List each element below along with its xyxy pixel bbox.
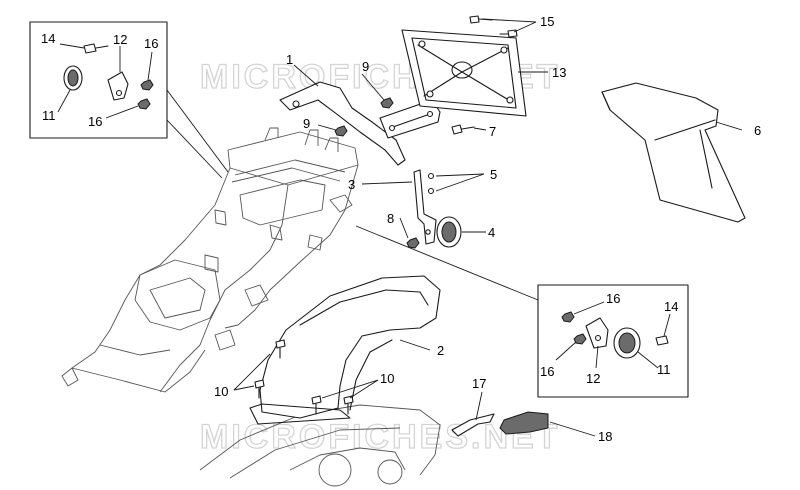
inset-right-pointer xyxy=(355,225,539,301)
nut-16-right-lower xyxy=(573,333,587,345)
reflector-4 xyxy=(436,216,462,248)
screws-15 xyxy=(469,15,518,38)
callout-14-inset-right: 14 xyxy=(664,299,678,314)
license-plate-holder-13 xyxy=(401,29,527,117)
callout-numbers: 1 2 3 4 5 6 7 8 9 9 10 10 11 11 12 12 13… xyxy=(41,14,761,444)
callout-16-inset-left-upper: 16 xyxy=(144,36,158,51)
detail-inset-left xyxy=(29,21,168,139)
screws-10 xyxy=(254,339,354,415)
callout-13: 13 xyxy=(552,65,566,80)
callout-10-right: 10 xyxy=(380,371,394,386)
rubber-pad-18 xyxy=(499,411,549,435)
callout-12-inset-left: 12 xyxy=(113,32,127,47)
detail-inset-right xyxy=(537,284,689,398)
callout-10-left: 10 xyxy=(214,384,228,399)
callout-6: 6 xyxy=(754,123,761,138)
rear-fender-2 xyxy=(249,275,441,425)
screw-14-right xyxy=(655,335,669,346)
rear-flap-6 xyxy=(601,82,746,223)
inset-left-pointer-bottom xyxy=(166,119,223,179)
callout-15: 15 xyxy=(540,14,554,29)
reflector-bracket-12-left xyxy=(107,71,129,101)
leader-lines xyxy=(57,18,743,437)
nut-9-lower xyxy=(334,125,348,137)
nut-16-right-upper xyxy=(561,311,575,323)
callout-2: 2 xyxy=(437,343,444,358)
callout-12-inset-right: 12 xyxy=(586,371,600,386)
callout-1: 1 xyxy=(286,52,293,67)
callout-8: 8 xyxy=(387,211,394,226)
nut-9-upper xyxy=(380,97,394,109)
callout-9-upper: 9 xyxy=(362,59,369,74)
callout-17: 17 xyxy=(472,376,486,391)
callout-16-inset-right-upper: 16 xyxy=(606,291,620,306)
nut-16-left-lower xyxy=(137,98,151,110)
callout-3: 3 xyxy=(348,177,355,192)
callout-18: 18 xyxy=(598,429,612,444)
callout-4: 4 xyxy=(488,225,495,240)
tail-fairing-outline xyxy=(199,404,441,487)
nut-8 xyxy=(406,237,420,249)
reflector-bracket-12-right xyxy=(585,317,609,349)
clip-17 xyxy=(451,413,495,437)
callout-14-inset-left: 14 xyxy=(41,31,55,46)
callout-5: 5 xyxy=(490,167,497,182)
screw-7 xyxy=(451,124,475,135)
nut-16-left-upper xyxy=(140,79,154,91)
callout-11-inset-left: 11 xyxy=(42,108,56,123)
callout-9-lower: 9 xyxy=(303,116,310,131)
plate-bracket-1 xyxy=(279,81,441,166)
screw-14-left xyxy=(83,43,97,54)
inset-right-parts xyxy=(561,311,669,359)
screws-5 xyxy=(427,172,435,195)
inset-left-parts xyxy=(63,43,154,110)
callout-11-inset-right: 11 xyxy=(657,362,671,377)
reflector-bracket-3 xyxy=(413,169,437,245)
callout-16-inset-left-lower: 16 xyxy=(88,114,102,129)
rear-subframe xyxy=(61,127,359,393)
inset-left-pointer-top xyxy=(166,89,229,173)
callout-7: 7 xyxy=(489,124,496,139)
callout-16-inset-right-lower: 16 xyxy=(540,364,554,379)
